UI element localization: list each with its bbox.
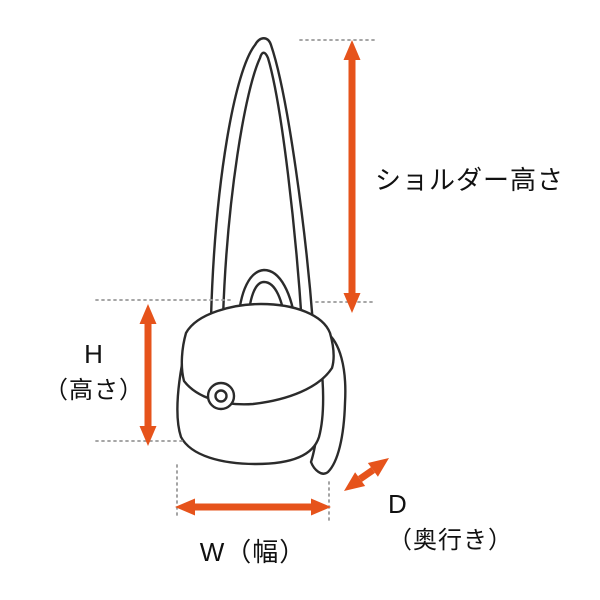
clasp-inner bbox=[214, 389, 228, 403]
arrow-width-head-left bbox=[175, 498, 195, 516]
arrow-width-head-right bbox=[311, 498, 331, 516]
bag-illustration bbox=[176, 37, 347, 475]
depth-label-sub: （奥行き） bbox=[388, 526, 513, 554]
arrow-shoulder-height-head-top bbox=[343, 40, 361, 60]
bag-flap bbox=[180, 302, 335, 406]
measurement-arrows bbox=[139, 40, 389, 516]
arrow-depth bbox=[344, 458, 389, 491]
width-label: W（幅） bbox=[199, 537, 307, 567]
arrow-depth-shaft bbox=[358, 467, 375, 482]
arrow-shoulder-height-head-bottom bbox=[343, 293, 361, 313]
guide-lines bbox=[95, 39, 375, 523]
arrow-depth-head-lower bbox=[344, 472, 366, 491]
arrow-height-head-bottom bbox=[139, 426, 157, 446]
arrow-depth-head-upper bbox=[367, 458, 389, 477]
height-label-sub: （高さ） bbox=[44, 376, 144, 404]
arrow-shoulder-height bbox=[343, 40, 361, 313]
shoulder-height-label: ショルダー高さ bbox=[375, 165, 565, 195]
depth-label-letter: D bbox=[388, 489, 408, 519]
arrow-height-head-top bbox=[139, 304, 157, 324]
depth-label: D （奥行き） bbox=[388, 486, 513, 558]
height-label-letter: H bbox=[84, 339, 104, 369]
arrow-height bbox=[139, 304, 157, 446]
height-label: H （高さ） bbox=[36, 336, 152, 408]
arrow-width bbox=[175, 498, 331, 516]
